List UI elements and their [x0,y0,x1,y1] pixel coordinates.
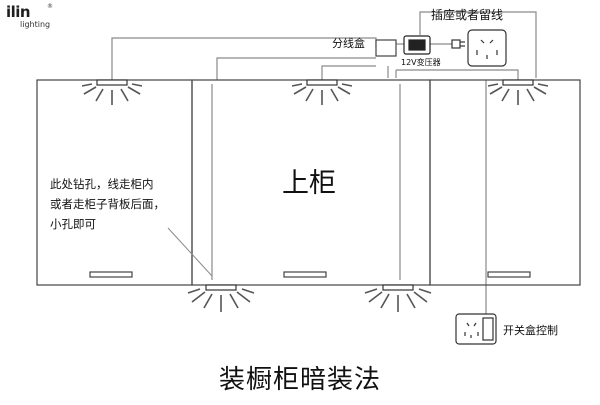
wire-right-lamp [396,69,519,80]
drill-note-line: 小孔即可 [50,217,96,231]
drill-note-line: 此处钻孔，线走柜内 [50,177,154,191]
drill-note-line: 或者走柜子背板后面， [50,197,165,211]
outlet-label: 插座或者留线 [431,8,504,22]
logo-registered-mark: ® [47,3,53,10]
lamp-top-left [81,79,143,105]
wall-outlet-icon [467,29,507,67]
transformer-label: 12V变压器 [401,58,441,67]
switch-box-icon [455,313,497,345]
lamp-bottom-left [187,284,255,312]
handle-left [89,271,133,278]
drill-note: 此处钻孔，线走柜内 或者走柜子背板后面， 小孔即可 [50,174,165,234]
diagram-caption: 装橱柜暗装法 [218,365,381,395]
lamp-bottom-right [364,284,432,312]
upper-cabinet-label: 上柜 [282,168,336,199]
logo-wordmark: ilin [6,3,31,21]
lamp-top-right [487,79,549,105]
cabinet-right [429,79,581,286]
wire-center-top-lamp [321,65,376,80]
transformer [403,35,431,55]
junction-box [375,39,397,57]
logo-subtitle: lighting [20,20,51,29]
drill-note-leader [167,227,213,277]
switch-box-label: 开关盒控制 [503,324,558,337]
wire-center-lamp [216,57,376,80]
junction-box-label: 分线盒 [332,37,365,50]
plug-icon [451,39,465,49]
lamps-bottom [187,284,432,312]
lamp-top-center [291,79,353,105]
handle-right [487,271,531,278]
lamps-top [81,79,549,105]
handle-center [283,271,327,278]
wire-outlet-switch [419,11,537,78]
